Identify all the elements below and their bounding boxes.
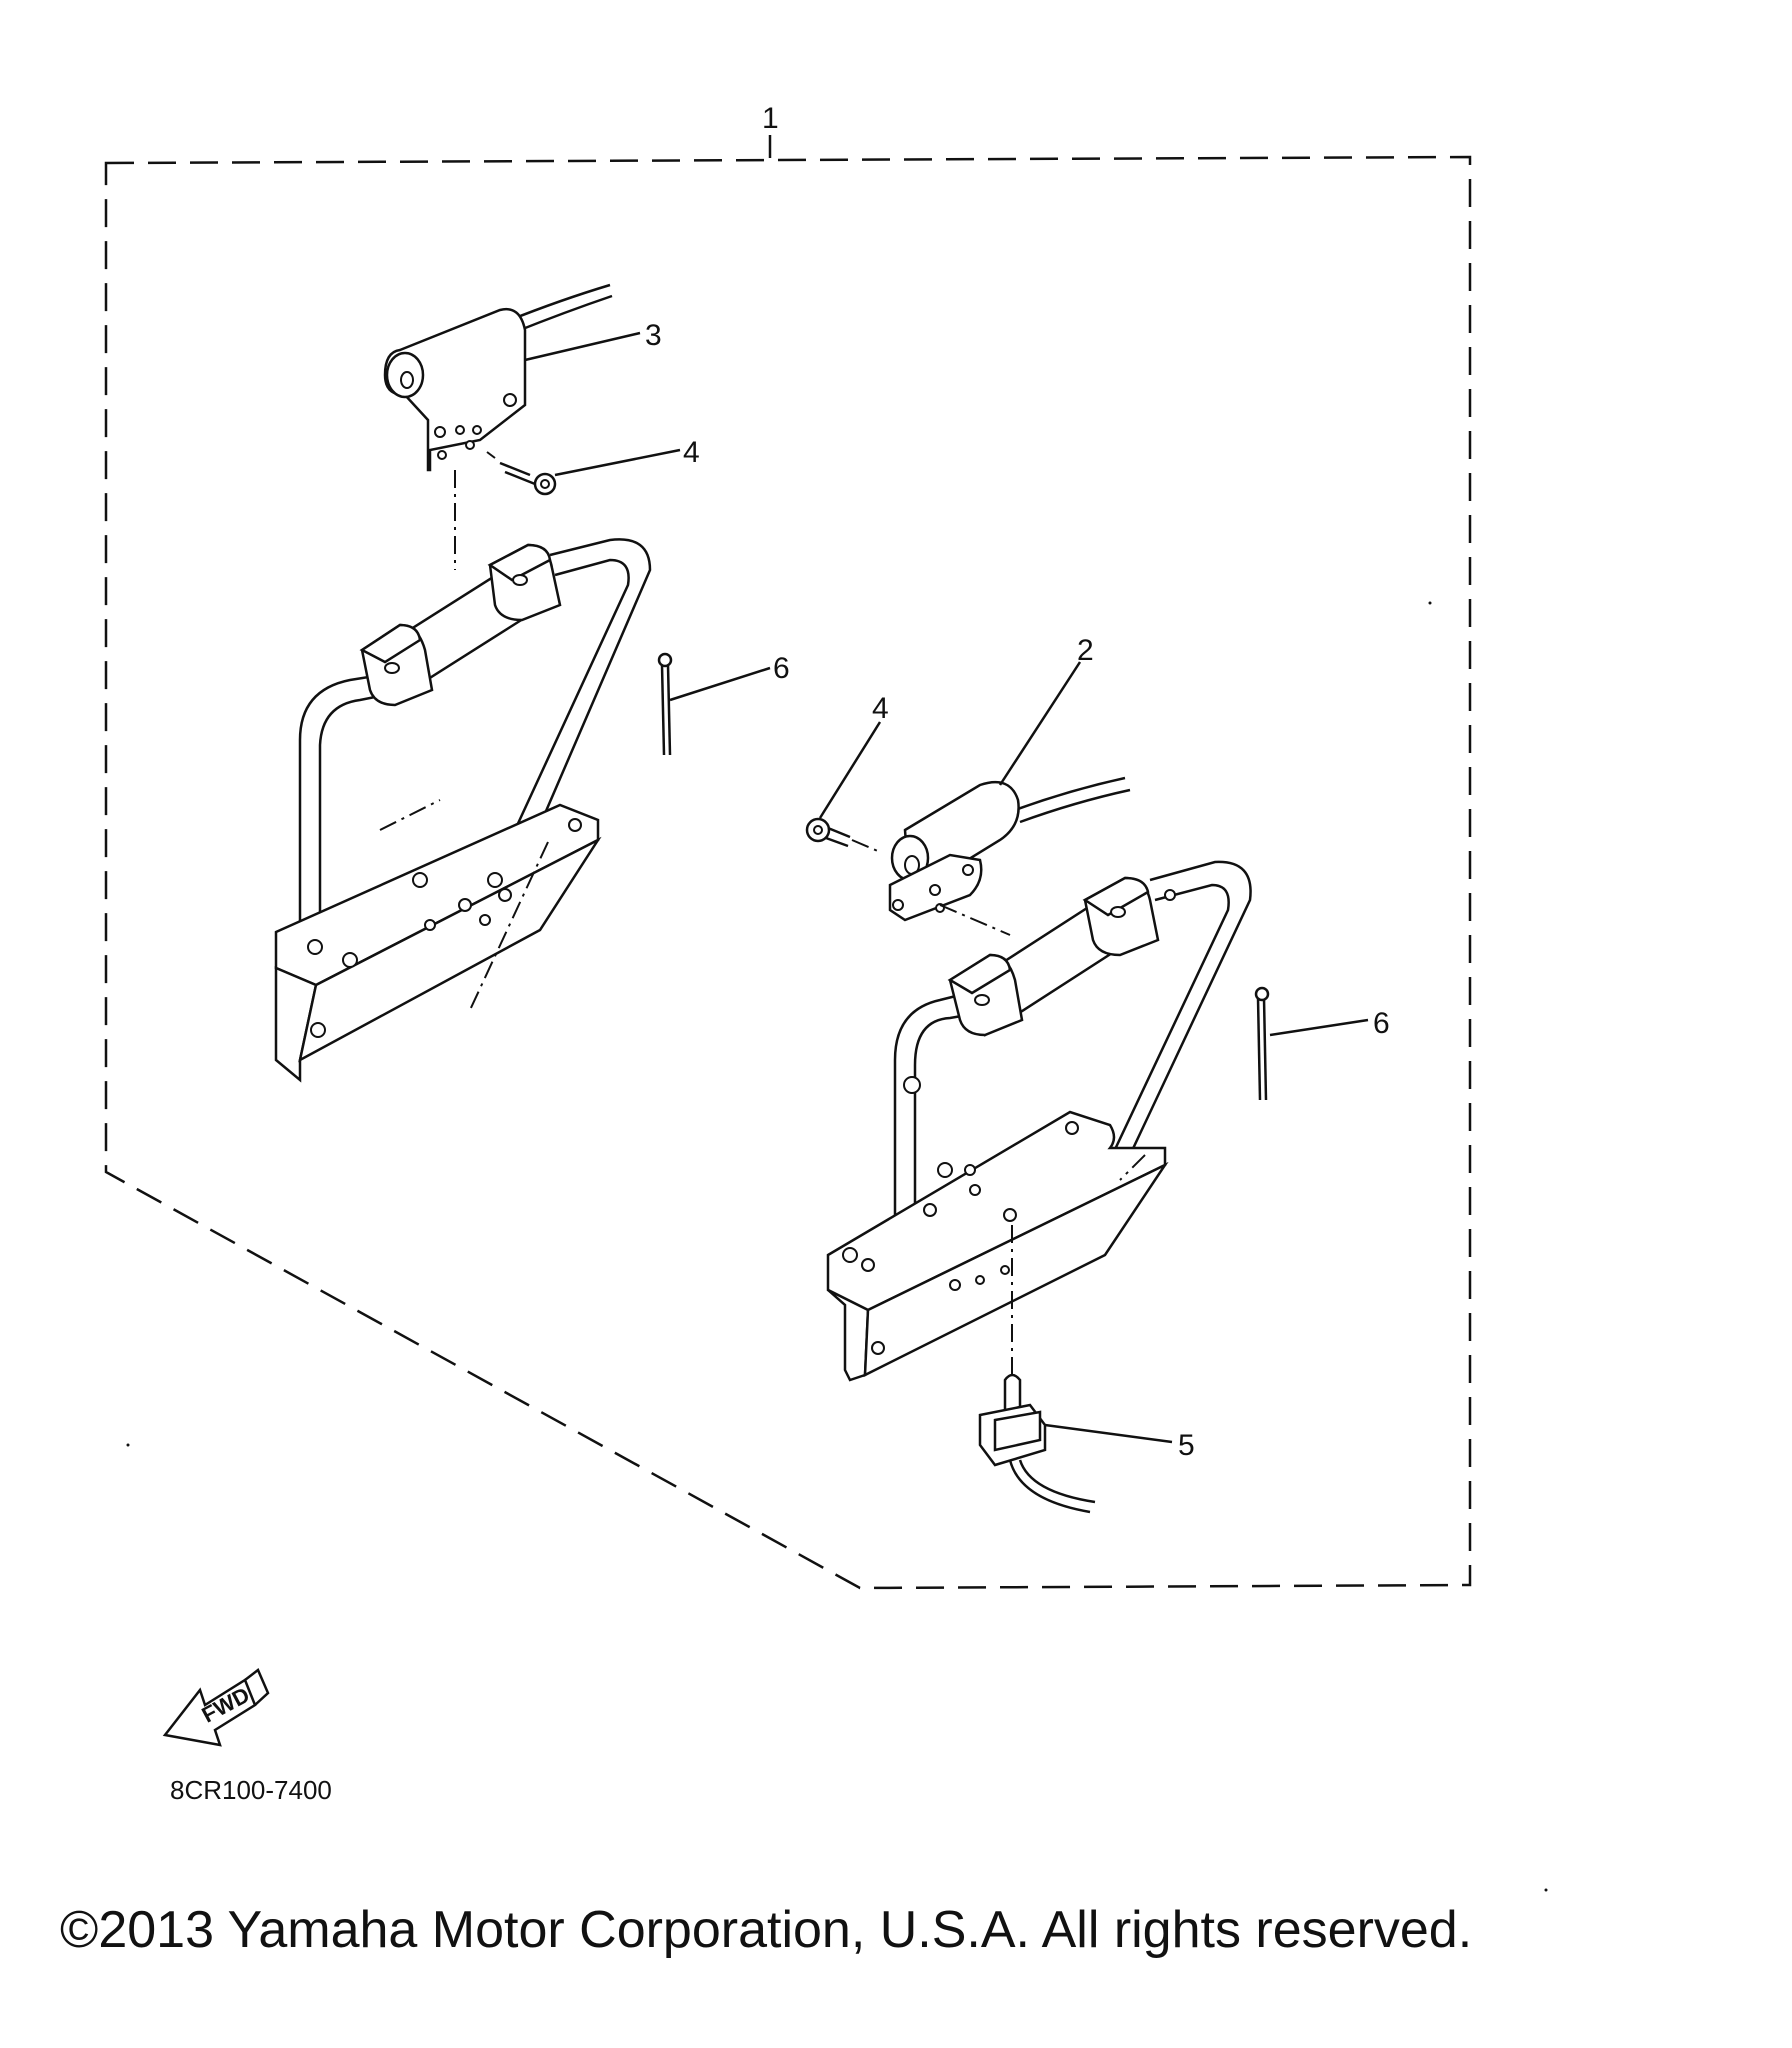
stray-dot <box>1428 601 1432 605</box>
callout-6-left: 6 <box>773 652 790 685</box>
stray-dot <box>126 1443 130 1447</box>
fwd-arrow-icon: FWD <box>162 1668 270 1747</box>
diagram-code: 8CR100-7400 <box>170 1775 332 1805</box>
right-sensor-assembly <box>805 776 1270 1514</box>
callout-leader-5 <box>1044 1423 1173 1444</box>
left-screw <box>499 461 557 496</box>
callout-leader-4-right <box>818 721 882 819</box>
callout-4-right: 4 <box>872 692 889 725</box>
copyright-notice: ©2013 Yamaha Motor Corporation, U.S.A. A… <box>60 1901 1473 1959</box>
callout-5: 5 <box>1178 1429 1195 1462</box>
callout-leader-3 <box>524 331 641 362</box>
callout-2: 2 <box>1077 634 1094 667</box>
right-screw <box>805 817 881 853</box>
kit-boundary <box>104 155 1472 1590</box>
left-sensor-assembly <box>274 283 673 1083</box>
callout-6-right: 6 <box>1373 1007 1390 1040</box>
toggle-switch <box>978 1373 1096 1514</box>
callout-1: 1 <box>762 102 779 135</box>
callout-leader-6-right <box>1269 1018 1369 1037</box>
left-handle-tube <box>298 670 401 945</box>
callout-leader-2 <box>998 661 1082 786</box>
callout-4-top: 4 <box>683 436 700 469</box>
left-cotter-pin <box>657 652 673 756</box>
right-handle-tube <box>893 988 981 1225</box>
stray-dot <box>1544 1888 1548 1892</box>
callout-leader-6-left <box>669 666 771 702</box>
callout-3: 3 <box>645 319 662 352</box>
right-cotter-pin <box>1254 986 1270 1101</box>
callout-leader-4-top <box>554 448 681 477</box>
